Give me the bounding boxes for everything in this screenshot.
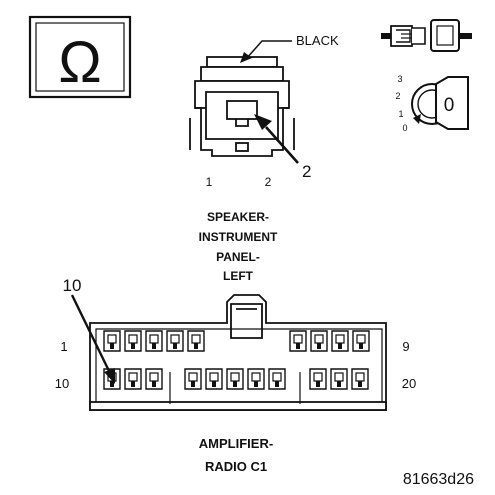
row-label-top-left: 1: [60, 339, 67, 354]
speaker-pin-1-label: 1: [206, 175, 213, 189]
terminal-cavity-bottom-14: [205, 368, 223, 390]
terminal-cavity-bottom-20: [351, 368, 369, 390]
key-position-1: 1: [398, 109, 403, 119]
key-position-2: 2: [395, 91, 400, 101]
row-label-bottom-left: 10: [55, 376, 69, 391]
callout-10-arrow: [70, 294, 115, 384]
amplifier-title-line-2: RADIO C1: [205, 459, 267, 474]
speaker-connector-terminal: [226, 100, 258, 120]
speaker-title-line-3: PANEL-: [216, 250, 260, 264]
speaker-connector-title: SPEAKER- INSTRUMENT PANEL- LEFT: [199, 210, 278, 283]
terminal-cavity-bottom-12: [145, 368, 163, 390]
terminal-cavity-bottom-19: [330, 368, 348, 390]
key-position-0: 0: [402, 123, 407, 133]
black-leader-line: [240, 40, 292, 63]
terminal-cavity-bottom-15: [226, 368, 244, 390]
speaker-pin-2-label: 2: [265, 175, 272, 189]
key-position-3: 3: [397, 74, 402, 84]
amplifier-terminal-cavities: [103, 330, 370, 390]
terminal-cavity-bottom-16: [247, 368, 265, 390]
speaker-title-line-4: LEFT: [223, 269, 254, 283]
speaker-title-line-1: SPEAKER-: [207, 210, 269, 224]
terminal-cavity-top-5: [187, 330, 205, 352]
plug-connector-icon: [381, 19, 472, 52]
terminal-cavity-top-6: [289, 330, 307, 352]
terminal-cavity-top-2: [124, 330, 142, 352]
amplifier-connector-body: [89, 294, 387, 411]
amplifier-connector-latch: [230, 303, 263, 339]
speaker-title-line-2: INSTRUMENT: [199, 230, 278, 244]
terminal-cavity-top-3: [145, 330, 163, 352]
terminal-cavity-top-8: [331, 330, 349, 352]
ohmmeter-inner-box: [35, 22, 125, 92]
row-label-top-right: 9: [402, 339, 409, 354]
connector-color-label: BLACK: [296, 33, 339, 48]
amplifier-title-line-1: AMPLIFIER-: [199, 436, 273, 451]
figure-id: 81663d26: [403, 471, 474, 488]
ohmmeter-box: [28, 15, 132, 99]
row-label-bottom-right: 20: [402, 376, 416, 391]
ohmmeter-symbol: Ω: [28, 15, 132, 99]
callout-10-label: 10: [63, 276, 82, 295]
terminal-cavity-top-4: [166, 330, 184, 352]
terminal-cavity-top-1: [103, 330, 121, 352]
key-position-label: 0: [444, 95, 455, 116]
ignition-key-icon: 3 2 1 0: [395, 74, 469, 133]
terminal-cavity-bottom-13: [184, 368, 202, 390]
amplifier-connector: [89, 294, 387, 411]
terminal-cavity-top-7: [310, 330, 328, 352]
terminal-cavity-top-9: [352, 330, 370, 352]
callout-2-arrow: [254, 114, 299, 164]
terminal-cavity-bottom-11: [124, 368, 142, 390]
callout-2-label: 2: [302, 162, 311, 181]
speaker-connector: [189, 56, 295, 157]
terminal-cavity-bottom-18: [309, 368, 327, 390]
terminal-cavity-bottom-17: [268, 368, 286, 390]
ohm-icon: Ω: [58, 30, 101, 95]
